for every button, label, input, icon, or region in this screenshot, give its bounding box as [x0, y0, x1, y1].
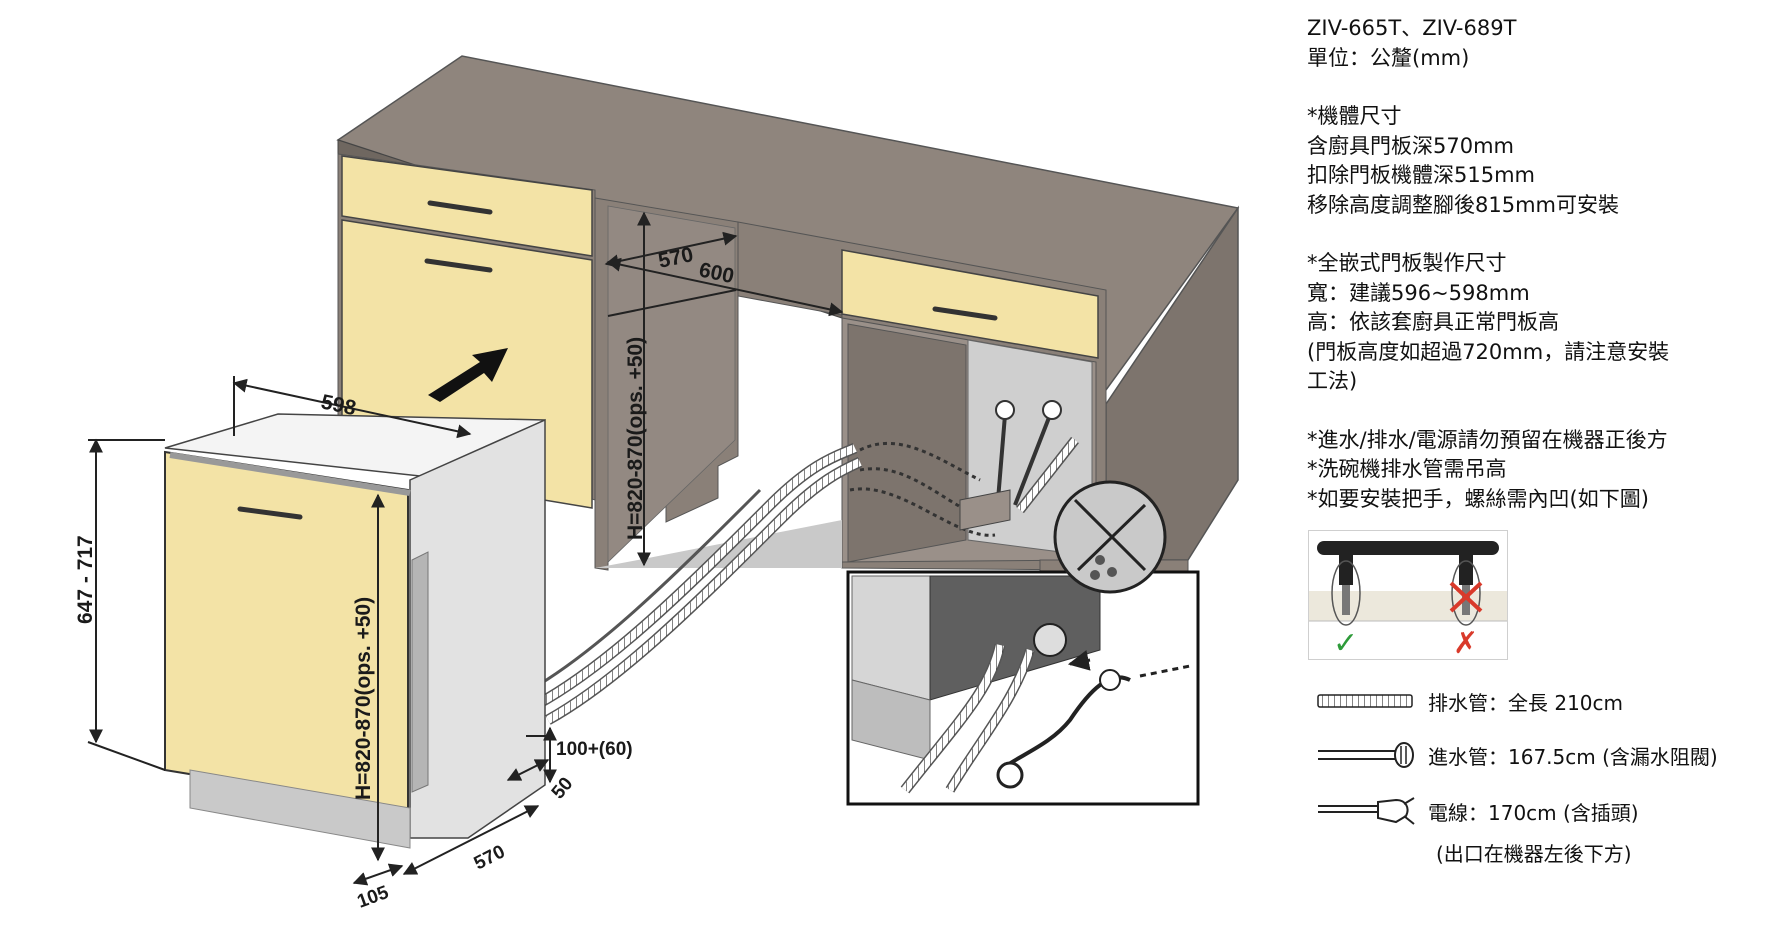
dim-100-60: 100+(60)	[556, 739, 633, 760]
dim-105: 105	[355, 882, 392, 913]
dim-h-cabinet: H=820-870(ops. +50)	[624, 337, 647, 540]
hoses	[529, 400, 1079, 725]
legend-drain-hose: 排水管：全長 210cm	[1316, 684, 1623, 718]
cabinet-drawer-top	[341, 155, 593, 257]
panel-line: 寬：建議596~598mm	[1307, 280, 1530, 305]
panel-title: *全嵌式門板製作尺寸	[1307, 251, 1507, 275]
power-cord-note: (出口在機器左後下方)	[1436, 842, 1632, 866]
model-label: ZIV-665T、ZIV-689T	[1307, 16, 1517, 40]
dimension-lines	[87, 211, 844, 886]
rear-detail-inset	[846, 480, 1200, 806]
panel-line: 工法)	[1307, 369, 1358, 393]
dim-h-unit: H=820-870(ops. +50)	[352, 597, 375, 800]
body-title: *機體尺寸	[1307, 104, 1402, 128]
inlet-hose-icon	[1318, 742, 1414, 768]
ok-check-icon: ✓	[1333, 626, 1358, 659]
legend-inlet-hose: 進水管：167.5cm (含漏水阻閥)	[1316, 738, 1718, 772]
drain-hose-label: 排水管：全長 210cm	[1428, 690, 1624, 715]
note-line: *進水/排水/電源請勿預留在機器正後方	[1307, 427, 1668, 452]
drain-hose-icon	[1317, 694, 1413, 708]
panel-line: (門板高度如超過720mm，請注意安裝	[1307, 339, 1670, 364]
ng-cross-icon: ✗	[1453, 626, 1478, 659]
note-line: *洗碗機排水管需吊高	[1307, 457, 1507, 481]
unit-side	[409, 418, 546, 839]
unit-label: 單位：公釐(mm)	[1307, 45, 1470, 70]
body-line: 移除高度調整腳後815mm可安裝	[1307, 192, 1619, 217]
body-line: 扣除門板機體深515mm	[1307, 163, 1535, 187]
floor-gap	[595, 520, 842, 568]
handle-illustration: ✓ ✗	[1309, 541, 1507, 661]
dim-570-bottom: 570	[471, 841, 509, 874]
spec-panel: ZIV-665T、ZIV-689T 單位：公釐(mm) *機體尺寸 含廚具門板深…	[1307, 14, 1757, 514]
power-cord-label: 電線：170cm (含插頭)	[1428, 800, 1639, 825]
note-line: *如要安裝把手，螺絲需內凹(如下圖)	[1307, 486, 1649, 511]
inlet-hose-label: 進水管：167.5cm (含漏水阻閥)	[1428, 744, 1718, 769]
panel-line: 高：依該套廚具正常門板高	[1307, 310, 1559, 334]
body-line: 含廚具門板深570mm	[1307, 133, 1514, 158]
legend-power-cord: 電線：170cm (含插頭)	[1316, 794, 1639, 828]
dim-50: 50	[548, 774, 578, 804]
dim-647-717: 647 - 717	[74, 535, 97, 624]
handle-screw-example: ✓ ✗	[1308, 530, 1508, 661]
power-plug-icon	[1318, 797, 1415, 825]
